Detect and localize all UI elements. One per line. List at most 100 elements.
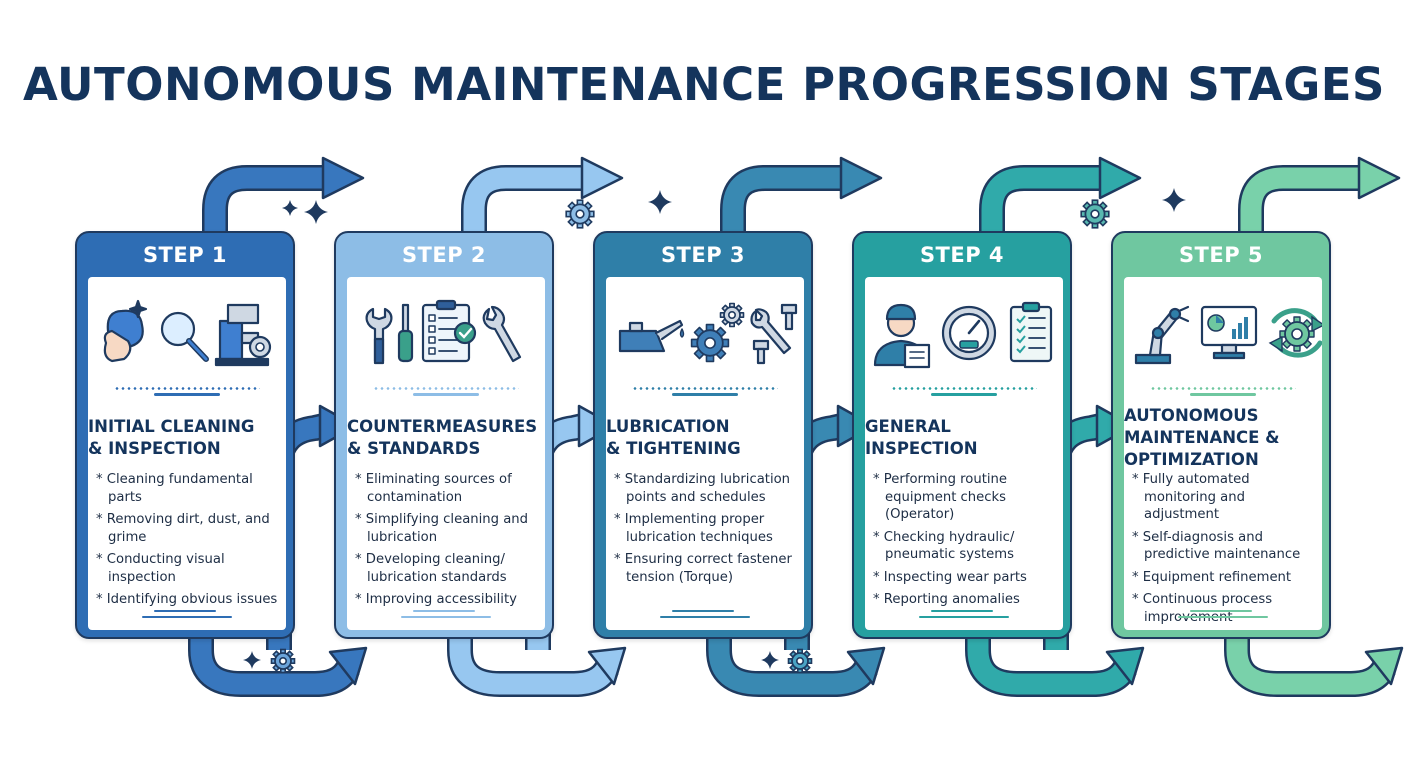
sparkle-icon	[648, 190, 672, 214]
cycle-gear-icon	[1268, 308, 1322, 358]
step-label: STEP 1	[142, 243, 228, 267]
oil-can-icon	[618, 319, 685, 353]
step-card-1: STEP 1 INITIAL CLEANING & INSPECTION Cleani…	[75, 231, 295, 639]
step-content: INITIAL CLEANING & INSPECTION Cleaning fun…	[88, 277, 286, 630]
sparkle-icon	[282, 200, 298, 216]
top-arrow-4	[979, 156, 1142, 236]
bullet-item: Simplifying cleaning and lubrication	[355, 511, 541, 546]
bullet-list: Cleaning fundamental partsRemoving dirt,…	[88, 471, 286, 609]
step-label: STEP 5	[1178, 243, 1264, 267]
bullet-item: Self-diagnosis and predictive maintenanc…	[1132, 529, 1318, 564]
divider	[865, 385, 1063, 399]
stage-title: AUTONOMOUS MAINTENANCE & OPTIMIZATION	[1124, 405, 1322, 471]
bullet-list: Performing routine equipment checks (Ope…	[865, 471, 1063, 609]
stage-title-line: GENERAL	[865, 417, 951, 436]
sparkle-icon	[1162, 188, 1186, 212]
divider	[88, 385, 286, 399]
bullet-item: Equipment refinement	[1132, 569, 1318, 587]
bullet-list: Standardizing lubrication points and sch…	[606, 471, 804, 586]
stage-title-line: & STANDARDS	[347, 439, 481, 458]
step-icons	[88, 277, 286, 385]
top-arrow-5	[1238, 156, 1401, 236]
step-icons	[1124, 277, 1322, 385]
magnifying-glass-icon	[160, 311, 209, 362]
spanner-icon	[482, 305, 522, 363]
step-label: STEP 4	[919, 243, 1005, 267]
bullet-item: Inspecting wear parts	[873, 569, 1059, 587]
bottom-arrow-5	[1224, 636, 1404, 697]
machine-gear-icon	[214, 303, 272, 367]
bullet-item: Standardizing lubrication points and sch…	[614, 471, 800, 506]
bottom-arrow-4	[965, 636, 1145, 697]
step-content: GENERAL INSPECTION Performing routine equi…	[865, 277, 1063, 630]
gear-icon	[787, 648, 813, 674]
bullet-item: Conducting visual inspection	[96, 551, 282, 586]
bottom-arrow-1	[188, 636, 368, 697]
stage-title-line: AUTONOMOUS	[1124, 406, 1259, 425]
checklist-icon	[421, 299, 477, 363]
gears-icon	[690, 302, 745, 363]
gear-icon	[565, 199, 595, 229]
top-arrow-1	[202, 156, 365, 236]
gear-icon	[270, 648, 296, 674]
wrench-bolt-icon	[750, 303, 798, 365]
bullet-item: Fully automated monitoring and adjustmen…	[1132, 471, 1318, 524]
stage-title-line: COUNTERMEASURES	[347, 417, 538, 436]
stage-title-line: & INSPECTION	[88, 439, 221, 458]
bullet-list: Eliminating sources of contaminationSimp…	[347, 471, 545, 609]
pressure-gauge-icon	[941, 305, 997, 361]
bullet-item: Ensuring correct fastener tension (Torqu…	[614, 551, 800, 586]
sparkle-icon	[304, 200, 328, 224]
bottom-arrow-2	[447, 636, 627, 697]
sparkle-icon	[243, 651, 261, 669]
stage-title-line: OPTIMIZATION	[1124, 450, 1259, 469]
step-card-4: STEP 4 GENERAL INSPECTION Performing routin…	[852, 231, 1072, 639]
stage-title-line: & TIGHTENING	[606, 439, 741, 458]
bullet-item: Performing routine equipment checks (Ope…	[873, 471, 1059, 524]
sparkle-icon	[761, 651, 779, 669]
screwdriver-icon	[397, 303, 414, 363]
bullet-item: Eliminating sources of contamination	[355, 471, 541, 506]
robot-arm-icon	[1134, 305, 1190, 365]
footer-lines	[88, 610, 286, 620]
bullet-item: Removing dirt, dust, and grime	[96, 511, 282, 546]
bullet-item: Cleaning fundamental parts	[96, 471, 282, 506]
step-card-5: STEP 5 AUTONOMOUS MAINTENANCE & OPTIMIZATIO…	[1111, 231, 1331, 639]
divider	[347, 385, 545, 399]
stage-title: COUNTERMEASURES & STANDARDS	[347, 405, 545, 471]
clipboard-icon	[1009, 301, 1053, 363]
bottom-arrow-3	[706, 636, 886, 697]
stage-title: GENERAL INSPECTION	[865, 405, 1063, 471]
stage-title-line: MAINTENANCE &	[1124, 428, 1280, 447]
stage-title: INITIAL CLEANING & INSPECTION	[88, 405, 286, 471]
bullet-list: Fully automated monitoring and adjustmen…	[1124, 471, 1322, 626]
bullet-item: Reporting anomalies	[873, 591, 1059, 609]
bullet-item: Checking hydraulic/ pneumatic systems	[873, 529, 1059, 564]
bullet-item: Identifying obvious issues	[96, 591, 282, 609]
step-content: AUTONOMOUS MAINTENANCE & OPTIMIZATION Fully…	[1124, 277, 1322, 630]
bullet-item: Continuous process improvement	[1132, 591, 1318, 626]
operator-icon	[873, 303, 931, 369]
step-content: COUNTERMEASURES & STANDARDS Eliminating so…	[347, 277, 545, 630]
divider	[606, 385, 804, 399]
top-arrow-3	[720, 156, 883, 236]
top-arrow-2	[461, 156, 624, 236]
stage-title-line: INITIAL CLEANING	[88, 417, 255, 436]
step-content: LUBRICATION & TIGHTENING Standardizing lub…	[606, 277, 804, 630]
bullet-item: Improving accessibility	[355, 591, 541, 609]
footer-lines	[606, 610, 804, 620]
bullet-item: Implementing proper lubrication techniqu…	[614, 511, 800, 546]
page-title: AUTONOMOUS MAINTENANCE PROGRESSION STAGE…	[23, 58, 1385, 111]
stage-title: LUBRICATION & TIGHTENING	[606, 405, 804, 471]
monitor-chart-icon	[1200, 305, 1258, 360]
footer-lines	[347, 610, 545, 620]
wrench-icon	[365, 307, 393, 365]
stage-title-line: INSPECTION	[865, 439, 978, 458]
footer-lines	[865, 610, 1063, 620]
divider	[1124, 385, 1322, 399]
step-icons	[347, 277, 545, 385]
stage-title-line: LUBRICATION	[606, 417, 730, 436]
step-icons	[606, 277, 804, 385]
